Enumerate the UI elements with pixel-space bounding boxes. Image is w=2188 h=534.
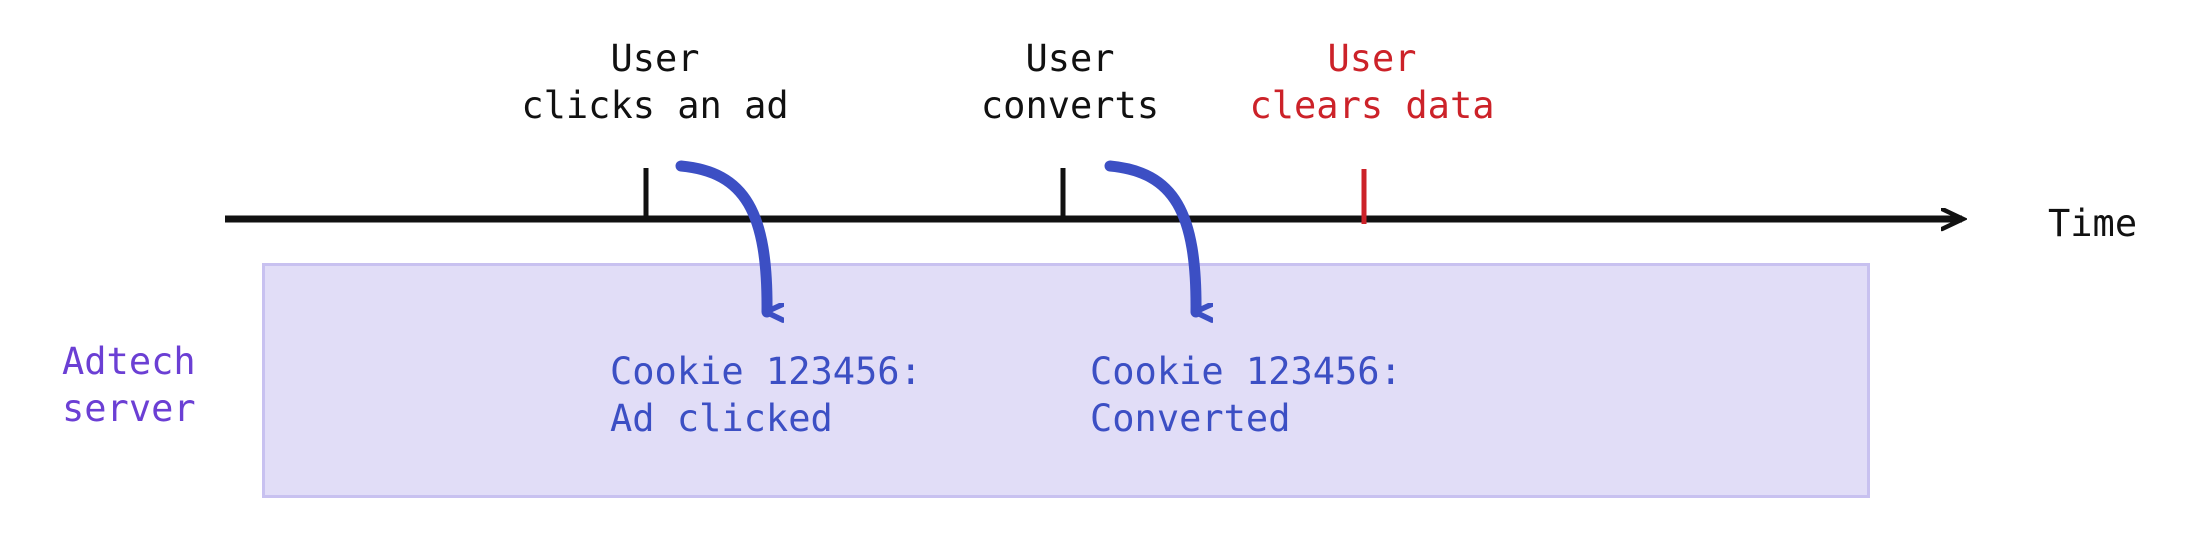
arrow-ad-click-to-server (675, 160, 767, 312)
server-record-converted-line1: Cookie 123456: (1090, 350, 1402, 393)
server-record-converted: Cookie 123456:Converted (1090, 348, 1402, 443)
arrow-conversion-to-server (1104, 160, 1196, 312)
server-record-ad-clicked-line2: Ad clicked (610, 397, 833, 441)
event-label-conversion-line2: converts (980, 84, 1160, 128)
event-label-ad-click-line1: User (610, 37, 700, 80)
adtech-server-box (262, 263, 1870, 498)
server-record-ad-clicked-line1: Cookie 123456: (610, 350, 922, 393)
server-record-converted-line2: Converted (1090, 397, 1291, 441)
time-axis-label-text: Time (2048, 202, 2138, 245)
adtech-server-label-line2: server (62, 387, 196, 431)
event-label-clears-data-line2: clears data (1249, 84, 1495, 128)
server-record-ad-clicked: Cookie 123456:Ad clicked (610, 348, 922, 443)
event-label-ad-click-line2: clicks an ad (521, 84, 789, 128)
event-label-conversion-line1: User (1025, 37, 1115, 80)
adtech-server-label-line1: Adtech (62, 340, 196, 383)
event-label-clears-data-line1: User (1327, 37, 1417, 80)
time-axis-label: Time (2048, 200, 2137, 247)
